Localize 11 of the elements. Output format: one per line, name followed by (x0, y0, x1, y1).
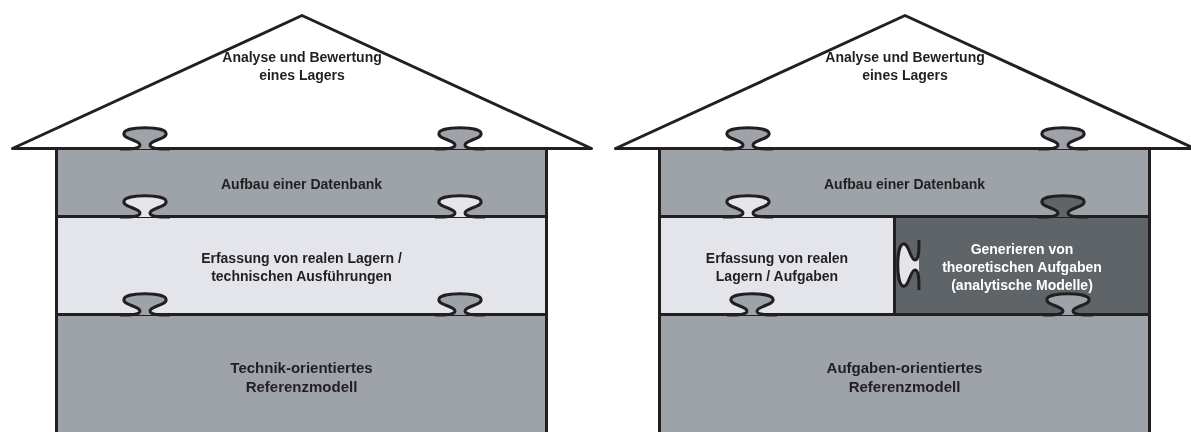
layer-label: Aufgaben-orientiertes Referenzmodell (825, 357, 984, 397)
layer-label: Erfassung von realen Lagern / technischen Ausführungen (200, 248, 403, 286)
roof-label: Analyse und Bewertung eines Lagers (824, 48, 986, 85)
layer-band (55, 313, 548, 432)
layer-label: Aufbau einer Datenbank (221, 174, 382, 194)
layer-label: Erfassung von realen Lagern / Aufgaben (704, 248, 850, 286)
layer-label: Technik-orientiertes Referenzmodell (229, 357, 374, 397)
layer-band (658, 313, 1151, 432)
layer-label: Generieren von theoretischen Aufgaben (analytische Modelle) (941, 239, 1103, 295)
layer-label: Aufbau einer Datenbank (824, 174, 985, 194)
roof-label: Analyse und Bewertung eines Lagers (221, 48, 383, 85)
